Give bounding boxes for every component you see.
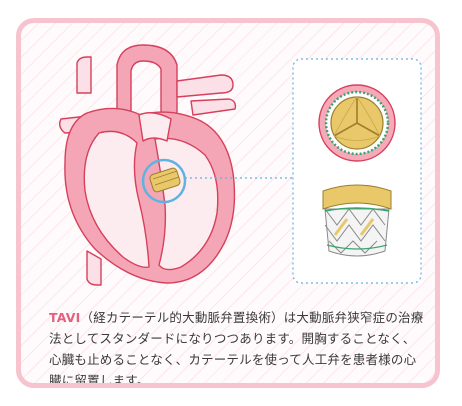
caption-text: （経カテーテル的大動脈弁置換術）は大動脈弁狭窄症の治療法としてスタンダードになり… (49, 310, 424, 388)
heart-diagram (58, 44, 237, 286)
valve-top-view (318, 84, 396, 162)
illustration (58, 44, 422, 286)
highlight-circle (141, 158, 187, 204)
implanted-valve (149, 167, 181, 193)
valve-side-view (322, 184, 392, 257)
caption: TAVI（経カテーテル的大動脈弁置換術）は大動脈弁狭窄症の治療法としてスタンダー… (49, 307, 425, 388)
caption-term: TAVI (49, 310, 81, 325)
tavi-info-card: TAVI（経カテーテル的大動脈弁置換術）は大動脈弁狭窄症の治療法としてスタンダー… (16, 18, 440, 388)
